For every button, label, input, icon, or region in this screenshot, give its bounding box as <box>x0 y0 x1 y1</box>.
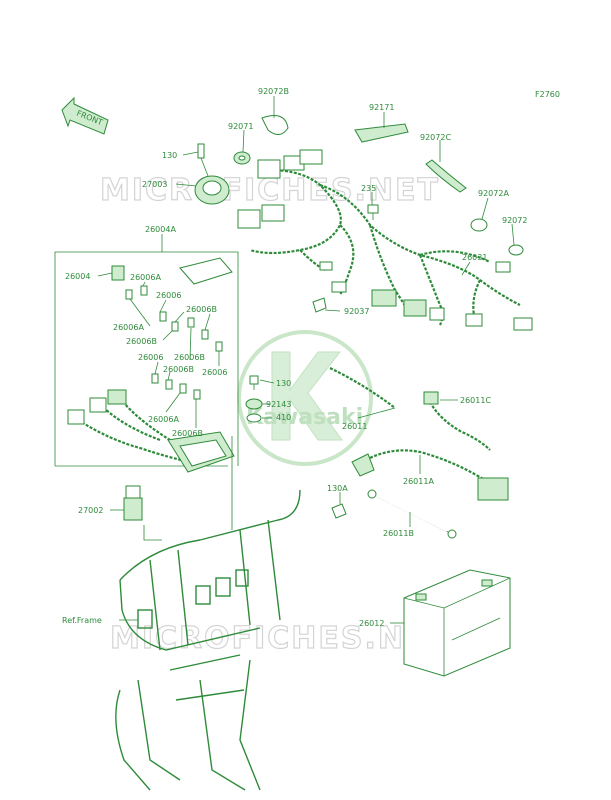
label-92072: 92072 <box>502 216 527 225</box>
front-arrow-icon: FRONT <box>61 96 109 135</box>
label-26011A: 26011A <box>403 477 434 486</box>
label-26006-1: 26006 <box>156 291 181 300</box>
label-26011: 26011 <box>342 422 367 431</box>
label-26006-3: 26006 <box>202 368 227 377</box>
label-92037: 92037 <box>344 307 369 316</box>
lead-26011C <box>423 391 491 451</box>
label-26006B-2: 26006B <box>126 337 157 346</box>
bracket-92171 <box>354 123 409 143</box>
logo-text: Kawasaki <box>246 405 363 430</box>
leader-lines <box>97 96 515 624</box>
frame-reference <box>115 436 301 791</box>
label-27003: 27003 <box>142 180 167 189</box>
label-26006B-3: 26006B <box>174 353 205 362</box>
label-92072A: 92072A <box>478 189 509 198</box>
label-130: 130 <box>162 151 177 160</box>
label-26006B-1: 26006B <box>186 305 217 314</box>
label-26006A-1: 26006A <box>130 273 161 282</box>
relay-27002 <box>123 485 162 541</box>
label-26006-2: 26006 <box>138 353 163 362</box>
screw-235 <box>367 204 379 220</box>
horn-27003 <box>194 143 230 205</box>
battery-26012 <box>403 569 511 677</box>
label-ref-frame: Ref.Frame <box>62 616 102 625</box>
label-92072C: 92072C <box>420 133 451 142</box>
label-92143: 92143 <box>266 400 291 409</box>
label-235: 235 <box>361 184 376 193</box>
label-26011C: 26011C <box>460 396 491 405</box>
label-92072B: 92072B <box>258 87 289 96</box>
lead-26011A <box>351 449 509 501</box>
kawasaki-logo: Kawasaki <box>237 330 373 466</box>
label-27002: 27002 <box>78 506 103 515</box>
band-92072C <box>425 159 467 193</box>
grommet-92071 <box>233 151 251 165</box>
clamp-92072 <box>508 244 524 256</box>
bolt-washer-group <box>245 375 263 423</box>
label-26004A: 26004A <box>145 225 176 234</box>
clip-92037 <box>312 297 327 313</box>
label-92071: 92071 <box>228 122 253 131</box>
watermark-bottom: MICROFICHES.NET <box>110 621 450 656</box>
label-26006B-4: 26006B <box>163 365 194 374</box>
label-92171: 92171 <box>369 103 394 112</box>
label-26006B-5: 26006B <box>172 429 203 438</box>
lead-26011 <box>329 367 396 409</box>
label-26006A-2: 26006A <box>113 323 144 332</box>
label-26004: 26004 <box>65 272 90 281</box>
label-26031: 26031 <box>462 253 487 262</box>
diagram-code: F2760 <box>535 90 560 99</box>
label-410: 410 <box>276 413 291 422</box>
label-26012: 26012 <box>359 619 384 628</box>
label-26006A-3: 26006A <box>148 415 179 424</box>
junction-box-group <box>54 234 239 473</box>
main-harness-26031 <box>237 149 533 331</box>
bolt-130A <box>331 503 347 519</box>
clamp-92072A <box>470 218 488 232</box>
label-130A: 130A <box>327 484 348 493</box>
label-26011B: 26011B <box>383 529 414 538</box>
clamp-92072B <box>261 115 289 135</box>
label-130b: 130 <box>276 379 291 388</box>
